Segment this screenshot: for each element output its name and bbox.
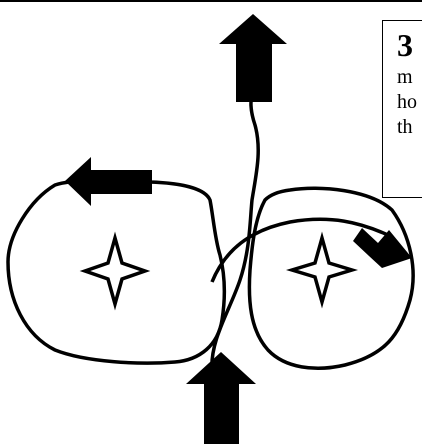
star-right — [292, 238, 352, 302]
vertical-strand — [212, 90, 258, 370]
callout-line-1: m — [397, 65, 422, 90]
star-left — [85, 238, 145, 304]
right-loop — [249, 188, 413, 368]
callout-box: 3 m ho th — [382, 20, 422, 198]
callout-number: 3 — [397, 25, 422, 65]
arrow-up-top — [219, 14, 287, 102]
callout-line-3: th — [397, 115, 422, 140]
arrow-left — [65, 157, 152, 206]
callout-line-2: ho — [397, 90, 422, 115]
arrow-up-bottom — [186, 352, 256, 444]
